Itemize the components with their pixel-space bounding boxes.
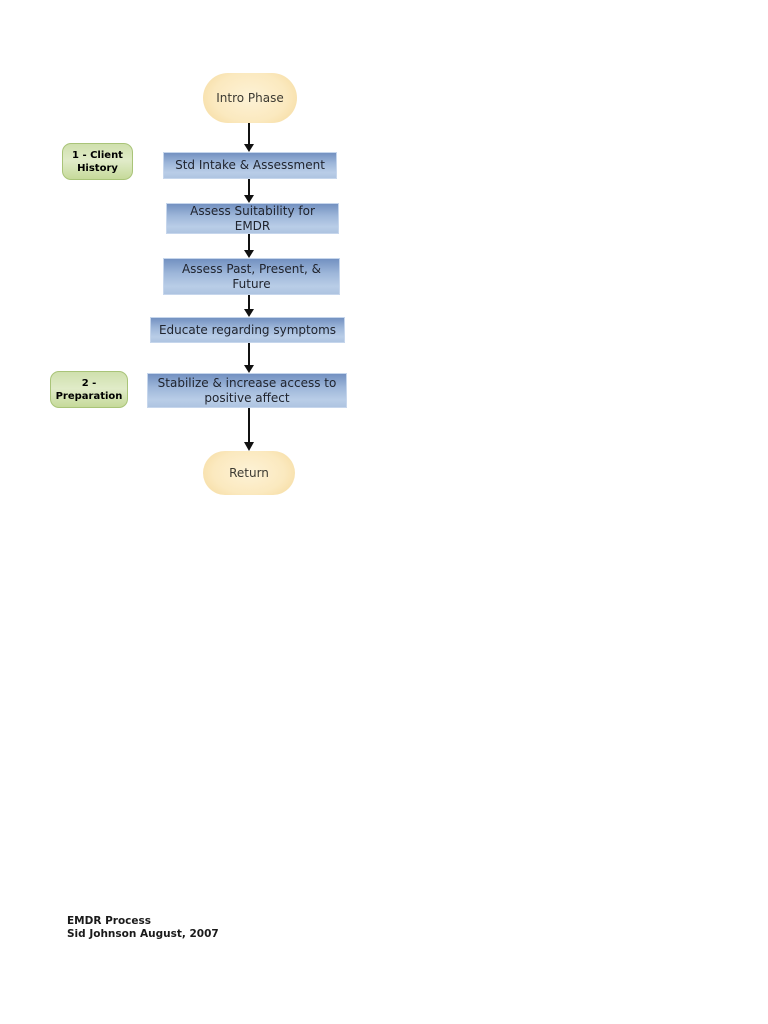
node-assess-suitability: Assess Suitability for EMDR <box>166 203 339 234</box>
footer-title: EMDR Process <box>67 915 152 927</box>
arrow-shaft <box>248 179 250 195</box>
arrow-shaft <box>248 343 250 365</box>
phase-label-client-history: 1 - Client History <box>62 143 133 180</box>
flow-arrow-educate-to-stabilize <box>244 343 254 373</box>
footer-caption: EMDR Process Sid Johnson August, 2007 <box>67 915 219 940</box>
arrow-head-icon <box>244 309 254 317</box>
arrow-head-icon <box>244 144 254 152</box>
arrow-head-icon <box>244 365 254 373</box>
phase-label-preparation: 2 - Preparation <box>50 371 128 408</box>
node-std-intake-assessment: Std Intake & Assessment <box>163 152 337 179</box>
node-intro-phase: Intro Phase <box>203 73 297 123</box>
flow-arrow-intro-to-intake <box>244 123 254 152</box>
arrow-shaft <box>247 408 251 442</box>
flow-arrow-past-present-future-to-educate <box>244 295 254 317</box>
arrow-shaft <box>248 295 250 309</box>
flow-arrow-stabilize-to-return <box>244 408 254 451</box>
flow-arrow-suitability-to-past-present-future <box>244 234 254 258</box>
arrow-head-icon <box>244 195 254 203</box>
footer-byline: Sid Johnson August, 2007 <box>67 927 219 940</box>
flow-arrow-intake-to-suitability <box>244 179 254 203</box>
node-educate-symptoms: Educate regarding symptoms <box>150 317 345 343</box>
arrow-head-icon <box>244 250 254 258</box>
arrow-shaft <box>248 123 250 144</box>
arrow-head-icon <box>244 442 254 451</box>
node-assess-past-present-future: Assess Past, Present, & Future <box>163 258 340 295</box>
node-stabilize-positive-affect: Stabilize & increase access to positive … <box>147 373 347 408</box>
arrow-shaft <box>248 234 250 250</box>
node-return: Return <box>203 451 295 495</box>
